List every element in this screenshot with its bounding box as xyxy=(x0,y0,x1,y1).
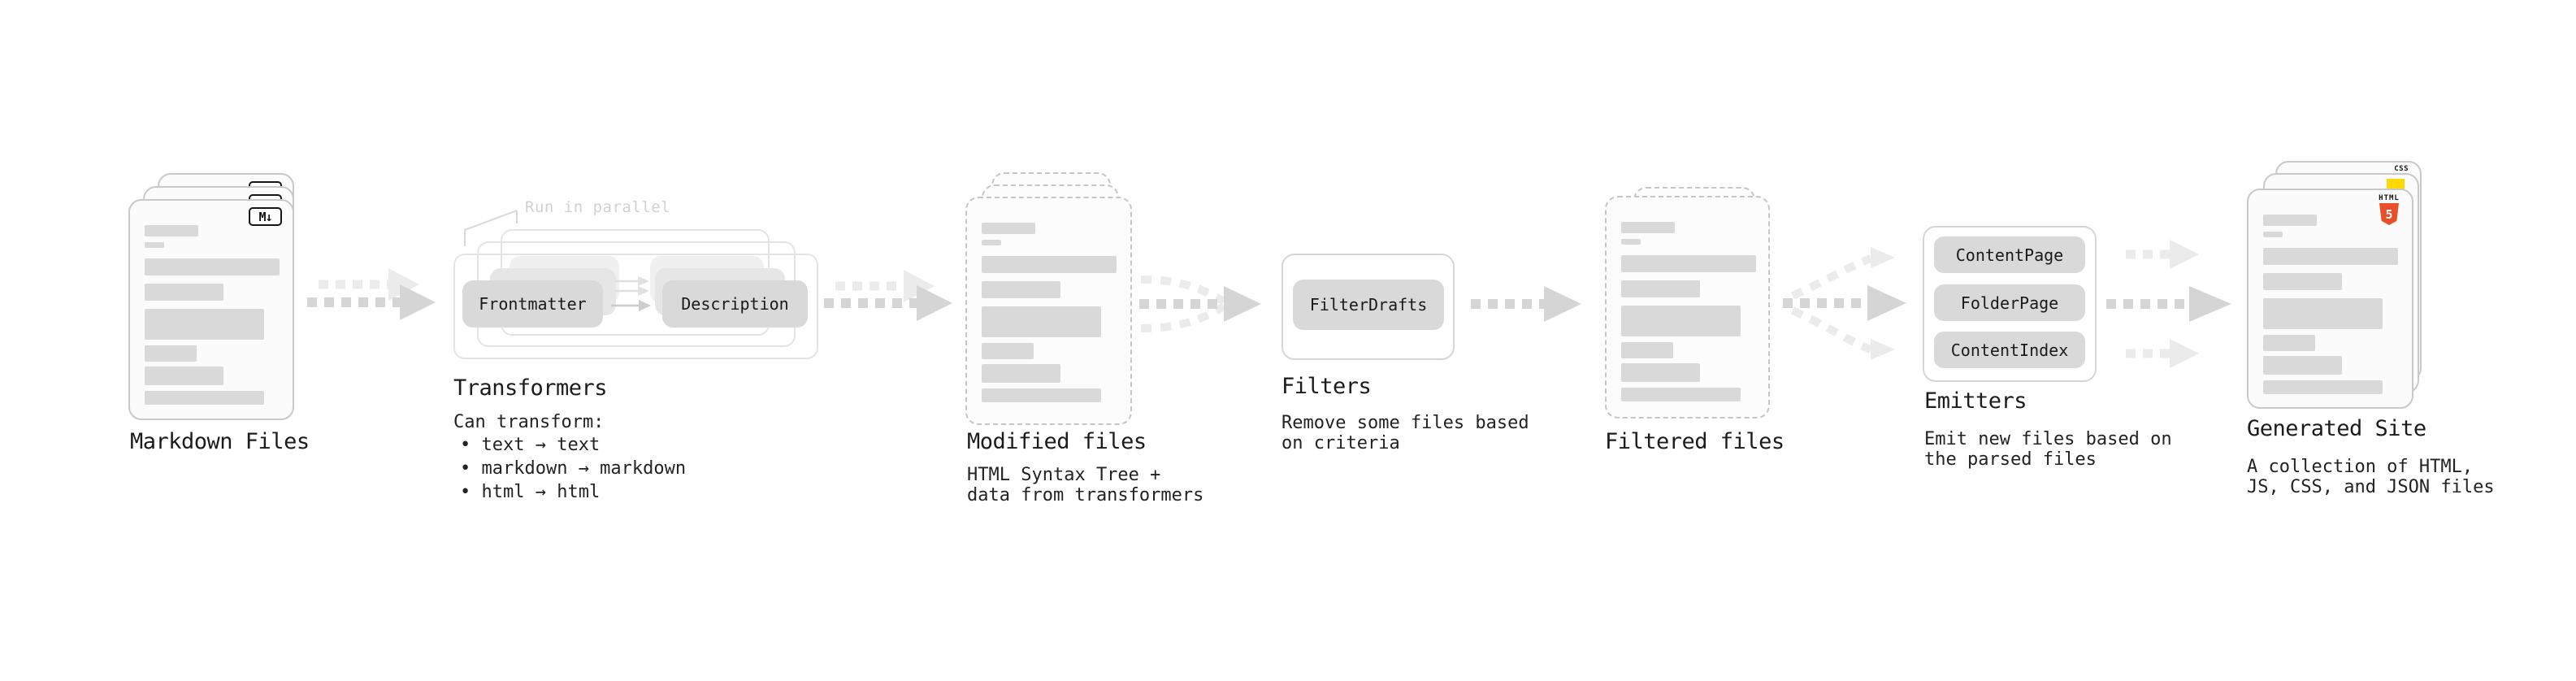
generated-site-stack: CSS HTML 5 xyxy=(2247,161,2426,414)
note-line: on criteria xyxy=(1281,433,1400,453)
stage-label-filtered-files: Filtered files xyxy=(1605,429,1785,454)
stage-label-generated-site: Generated Site xyxy=(2247,416,2426,441)
skeleton-bar xyxy=(2263,298,2383,329)
skeleton-bar xyxy=(982,364,1060,383)
doc-skeleton xyxy=(1607,197,1768,401)
arrow-filters-to-filtered xyxy=(1471,286,1581,322)
arrow-filtered-to-emitters xyxy=(1783,247,1906,360)
skeleton-bar xyxy=(1621,255,1756,272)
doc-skeleton xyxy=(2249,190,2412,394)
transformer-box-front xyxy=(453,254,818,359)
note-line: data from transformers xyxy=(967,485,1204,505)
skeleton-bar xyxy=(1621,280,1700,297)
filtered-doc-front xyxy=(1605,196,1770,419)
bullet-item: • markdown → markdown xyxy=(460,458,687,479)
skeleton-bar xyxy=(145,284,223,301)
transformers-note-title: Can transform: xyxy=(453,412,605,432)
note-line: HTML Syntax Tree + xyxy=(967,465,1161,485)
emitter-content-page-card: ContentPage xyxy=(1934,236,2085,273)
stage-label-markdown-files: Markdown Files xyxy=(130,429,310,454)
skeleton-bar xyxy=(145,367,223,385)
html5-shield: 5 xyxy=(2379,203,2399,225)
skeleton-bar xyxy=(1621,239,1641,245)
javascript-icon xyxy=(2387,179,2405,189)
doc-skeleton xyxy=(130,201,293,405)
skeleton-bar xyxy=(145,391,264,405)
skeleton-bar xyxy=(1621,222,1675,233)
modified-doc-front xyxy=(965,197,1132,425)
skeleton-bar xyxy=(982,343,1034,359)
note-line: the parsed files xyxy=(1924,449,2097,470)
arrow-modified-to-filters xyxy=(1139,275,1261,332)
skeleton-bar xyxy=(982,388,1101,402)
markdown-files-stack: M↓ M↓ M↓ xyxy=(128,173,323,420)
skeleton-bar xyxy=(1621,388,1741,401)
skeleton-bar xyxy=(982,240,1001,245)
skeleton-bar xyxy=(2263,248,2398,265)
note-line: Emit new files based on xyxy=(1924,429,2172,449)
skeleton-bar xyxy=(145,225,198,236)
modified-files-note: HTML Syntax Tree + data from transformer… xyxy=(967,465,1203,505)
emitters-note: Emit new files based on the parsed files xyxy=(1924,429,2172,470)
stage-label-modified-files: Modified files xyxy=(967,429,1147,454)
skeleton-bar xyxy=(145,242,164,248)
filter-drafts-card: FilterDrafts xyxy=(1293,280,1444,330)
run-in-parallel-annotation: Run in parallel xyxy=(525,198,671,216)
markdown-icon: M↓ xyxy=(249,207,282,226)
note-line: A collection of HTML, xyxy=(2247,457,2474,477)
html5-icon: HTML 5 xyxy=(2379,194,2400,225)
skeleton-bar xyxy=(2263,232,2283,237)
skeleton-bar xyxy=(1621,306,1741,336)
modified-files-stack xyxy=(965,172,1132,425)
transformers-bullet-list: • text → text • markdown → markdown • ht… xyxy=(460,433,686,504)
arrow-transformers-to-modified xyxy=(824,270,952,321)
skeleton-bar xyxy=(982,306,1101,337)
skeleton-bar xyxy=(982,223,1035,234)
stage-label-filters: Filters xyxy=(1281,374,1372,399)
generated-site-note: A collection of HTML, JS, CSS, and JSON … xyxy=(2247,457,2495,497)
skeleton-bar xyxy=(2263,215,2317,226)
skeleton-bar xyxy=(145,345,197,362)
filters-note: Remove some files based on criteria xyxy=(1281,413,1529,453)
markdown-doc-front: M↓ xyxy=(128,199,294,420)
bullet-item: • text → text xyxy=(460,435,601,455)
skeleton-bar xyxy=(145,258,280,275)
transformer-frontmatter-card: Frontmatter xyxy=(462,280,603,327)
doc-skeleton xyxy=(967,198,1130,402)
skeleton-bar xyxy=(982,256,1117,273)
note-line: Remove some files based xyxy=(1281,413,1529,433)
emitter-content-index-card: ContentIndex xyxy=(1934,332,2085,368)
filtered-files-stack xyxy=(1605,187,1770,419)
generated-doc-html: HTML 5 xyxy=(2247,189,2413,409)
skeleton-bar xyxy=(145,309,264,340)
html5-icon-label: HTML xyxy=(2379,194,2400,202)
skeleton-bar xyxy=(1621,363,1700,382)
arrow-markdown-to-transformers xyxy=(307,268,436,320)
transformer-description-card: Description xyxy=(662,280,808,327)
skeleton-bar xyxy=(2263,335,2315,351)
skeleton-bar xyxy=(2263,273,2342,290)
skeleton-bar xyxy=(982,281,1060,298)
skeleton-bar xyxy=(2263,380,2383,394)
stage-label-emitters: Emitters xyxy=(1924,388,2027,414)
emitter-folder-page-card: FolderPage xyxy=(1934,284,2085,321)
stage-label-transformers: Transformers xyxy=(453,375,608,401)
note-line: JS, CSS, and JSON files xyxy=(2247,477,2495,497)
bullet-item: • html → html xyxy=(460,482,601,502)
skeleton-bar xyxy=(1621,342,1673,358)
skeleton-bar xyxy=(2263,356,2342,375)
arrow-emitters-to-generated xyxy=(2106,240,2231,368)
